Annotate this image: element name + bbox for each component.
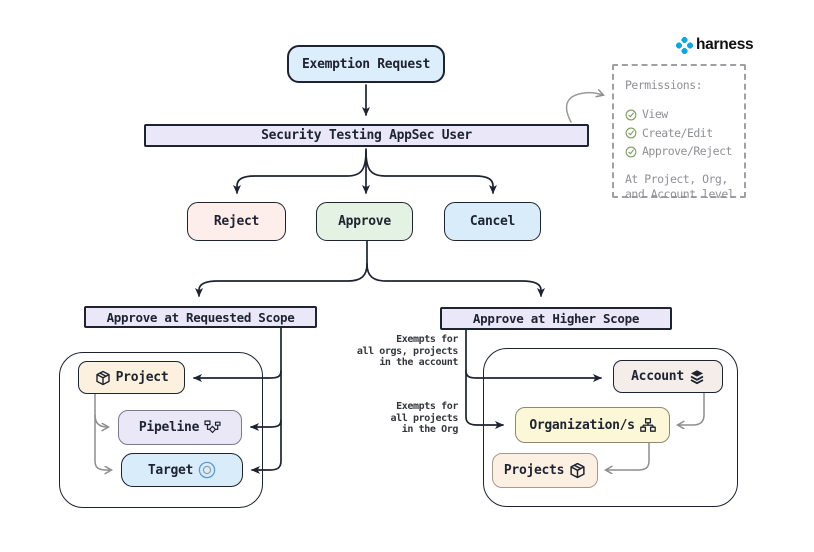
cube-icon [95, 370, 111, 386]
permission-item-create-edit: Create/Edit [625, 126, 744, 141]
node-project: Project [78, 361, 185, 394]
annotation-exempt-account: Exempts for all orgs, projects in the ac… [356, 334, 459, 368]
target-icon [198, 461, 216, 479]
node-organizations: Organization/s [515, 407, 670, 443]
higher-scope-container [483, 348, 738, 507]
node-account: Account [613, 360, 723, 393]
node-label: Approve at Higher Scope [472, 311, 640, 326]
node-reject: Reject [187, 202, 286, 241]
node-security-testing-appsec-user: Security Testing AppSec User [144, 124, 589, 147]
permissions-legend: Permissions: View Create/Edit Approve/Re… [612, 64, 746, 201]
node-label: Organization/s [529, 417, 635, 433]
permission-item-view: View [625, 107, 744, 122]
permission-label: Create/Edit [642, 125, 713, 140]
node-approve: Approve [316, 202, 413, 241]
check-circle-icon [625, 109, 637, 121]
node-approve-requested-scope: Approve at Requested Scope [84, 306, 317, 328]
layers-icon [689, 369, 705, 385]
org-chart-icon [639, 417, 656, 433]
node-label: Exemption Request [302, 56, 430, 72]
check-circle-icon [625, 127, 637, 139]
node-label: Account [631, 369, 684, 384]
node-cancel: Cancel [444, 202, 541, 241]
node-approve-higher-scope: Approve at Higher Scope [440, 307, 672, 330]
node-label: Approve [338, 214, 391, 229]
node-label: Target [147, 462, 194, 478]
node-label: Project [115, 370, 169, 385]
node-target: Target [121, 453, 243, 487]
pipeline-icon [204, 420, 221, 435]
permission-label: Approve/Reject [642, 144, 732, 158]
node-label: Approve at Requested Scope [106, 309, 295, 325]
annotation-exempt-org: Exempts for all projects in the Org [390, 401, 459, 435]
permissions-title: Permissions: [625, 78, 703, 92]
brand-logo: harness [676, 36, 754, 54]
node-label: Reject [213, 214, 260, 229]
permission-item-approve-reject: Approve/Reject [625, 144, 744, 159]
cube-icon [569, 462, 586, 479]
node-label: Security Testing AppSec User [261, 128, 472, 143]
node-pipeline: Pipeline [118, 410, 242, 445]
node-label: Pipeline [138, 420, 200, 435]
node-label: Projects [503, 463, 565, 478]
brand-name: harness [696, 36, 754, 53]
check-circle-icon [625, 146, 637, 158]
permission-label: View [642, 107, 668, 121]
node-projects: Projects [492, 453, 598, 488]
node-exemption-request: Exemption Request [287, 45, 445, 83]
node-label: Cancel [469, 214, 516, 229]
permissions-footer: At Project, Org, and Account level [625, 172, 735, 201]
harness-logo-icon [676, 36, 693, 54]
